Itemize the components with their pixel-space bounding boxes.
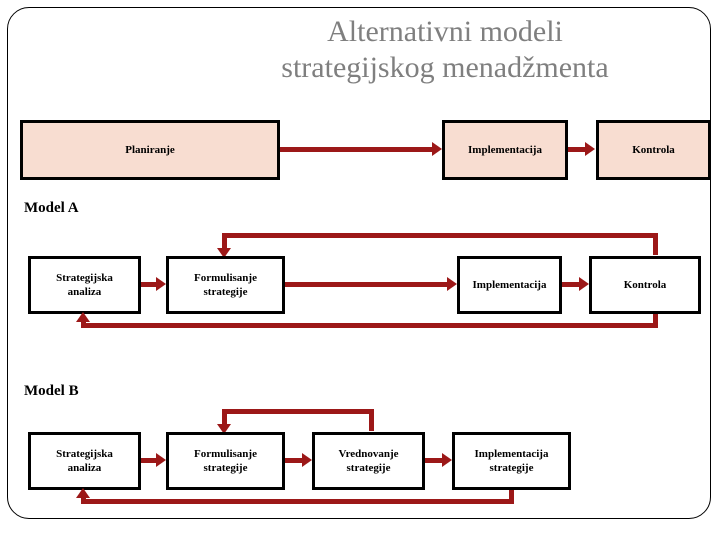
arrow-implementacija-to-kontrola-head <box>585 142 595 156</box>
arrow-implementacija-to-kontrola-line <box>568 147 589 152</box>
model-b-top-feedback-head <box>217 424 231 434</box>
box-label: Vrednovanje strategije <box>338 448 399 474</box>
model-b-arrow2-line <box>285 458 306 463</box>
box-label: Strategijska analiza <box>56 272 113 298</box>
section-label-model-b: Model B <box>24 383 79 399</box>
box-label: Implementacija <box>472 279 547 291</box>
box-implementacija-generic[interactable]: Implementacija <box>442 120 568 180</box>
model-a-bottom-feedback-head <box>76 312 90 322</box>
model-a-top-feedback-horizontal <box>222 233 658 238</box>
box-label: Strategijska analiza <box>56 448 113 474</box>
model-b-arrow3-head <box>442 453 452 467</box>
model-b-arrow1-line <box>141 458 159 463</box>
box-planiranje[interactable]: Planiranje <box>20 120 280 180</box>
model-b-arrow3-line <box>425 458 446 463</box>
box-label: Kontrola <box>623 279 667 291</box>
box-label: Kontrola <box>632 144 675 156</box>
model-b-arrow1-head <box>156 453 166 467</box>
box-formulisanje-strategije-a[interactable]: Formulisanje strategije <box>166 256 285 314</box>
model-b-top-feedback-right-riser <box>369 409 374 431</box>
model-b-bottom-feedback-right-drop <box>509 490 514 504</box>
model-a-top-feedback-left-drop <box>222 233 227 251</box>
model-b-top-feedback-left-drop <box>222 409 227 427</box>
box-vrednovanje-strategije-b[interactable]: Vrednovanje strategije <box>312 432 425 490</box>
arrow-planiranje-to-implementacija-line <box>280 147 435 152</box>
box-implementacija-strategije-b[interactable]: Implementacija strategije <box>452 432 571 490</box>
box-formulisanje-strategije-b[interactable]: Formulisanje strategije <box>166 432 285 490</box>
model-a-arrow2-head <box>447 277 457 291</box>
model-b-top-feedback-horizontal <box>222 409 374 414</box>
box-kontrola-generic[interactable]: Kontrola <box>596 120 711 180</box>
model-a-arrow3-line <box>562 282 583 287</box>
box-kontrola-a[interactable]: Kontrola <box>589 256 701 314</box>
model-b-bottom-feedback-left-riser <box>81 495 86 504</box>
model-b-bottom-feedback-head <box>76 488 90 498</box>
model-b-arrow2-head <box>302 453 312 467</box>
model-a-arrow1-head <box>156 277 166 291</box>
box-label: Implementacija strategije <box>474 448 549 474</box>
box-strategijska-analiza-a[interactable]: Strategijska analiza <box>28 256 141 314</box>
box-label: Implementacija <box>468 144 542 156</box>
box-label: Planiranje <box>125 144 175 156</box>
box-label: Formulisanje strategije <box>194 448 257 474</box>
model-a-bottom-feedback-left-riser <box>81 319 86 328</box>
model-a-top-feedback-head <box>217 248 231 258</box>
model-a-bottom-feedback-right-drop <box>653 314 658 328</box>
model-a-arrow1-line <box>141 282 159 287</box>
box-label: Formulisanje strategije <box>194 272 257 298</box>
arrow-planiranje-to-implementacija-head <box>432 142 442 156</box>
slide-frame-border <box>7 7 711 519</box>
page-title: Alternativni modeli strategijskog menadž… <box>281 15 609 84</box>
model-a-bottom-feedback-horizontal <box>81 323 658 328</box>
model-b-bottom-feedback-horizontal <box>81 499 514 504</box>
model-a-arrow2-line <box>285 282 450 287</box>
box-strategijska-analiza-b[interactable]: Strategijska analiza <box>28 432 141 490</box>
model-a-arrow3-head <box>579 277 589 291</box>
box-implementacija-a[interactable]: Implementacija <box>457 256 562 314</box>
model-a-top-feedback-right-riser <box>653 233 658 255</box>
section-label-model-a: Model A <box>24 200 79 216</box>
